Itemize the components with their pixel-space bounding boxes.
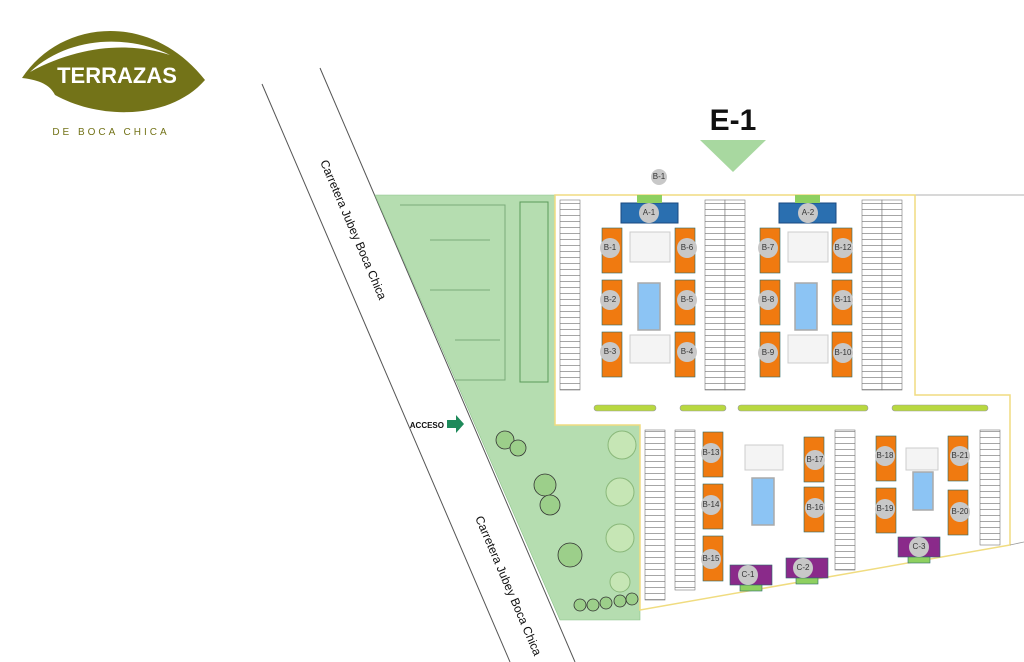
building-b5[interactable]: B-5 (681, 295, 694, 304)
building-b6[interactable]: B-6 (681, 243, 694, 252)
logo: TERRAZAS DE BOCA CHICA (22, 30, 205, 138)
building-b12[interactable]: B-12 (835, 243, 852, 252)
building-b13[interactable]: B-13 (703, 448, 720, 457)
building-b2[interactable]: B-2 (604, 295, 617, 304)
hedge-rows (593, 404, 989, 412)
building-b8[interactable]: B-8 (762, 295, 775, 304)
green-area-paths (400, 204, 506, 381)
building-a1[interactable]: A-1 (643, 208, 656, 217)
chevron-down-icon (700, 140, 766, 172)
building-b21[interactable]: B-21 (952, 451, 969, 460)
section-label: E-1 (710, 104, 757, 137)
building-b3[interactable]: B-3 (604, 347, 617, 356)
building-c1[interactable]: C-1 (742, 570, 755, 579)
access-label: ACCESO (410, 421, 444, 430)
courtyards (629, 231, 939, 471)
building-b20[interactable]: B-20 (952, 507, 969, 516)
building-labels: B-1 A-1 A-2 B-1 B-2 B-3 B-4 B-5 B-6 B-7 … (600, 169, 970, 585)
building-b7[interactable]: B-7 (762, 243, 775, 252)
sports-court (519, 201, 549, 383)
building-b18[interactable]: B-18 (877, 451, 894, 460)
road-label-upper: Carretera Jubey Boca Chica (317, 158, 389, 302)
building-b15[interactable]: B-15 (703, 554, 720, 563)
building-b19[interactable]: B-19 (877, 504, 894, 513)
building-b1[interactable]: B-1 (604, 243, 617, 252)
logo-name: TERRAZAS (57, 63, 177, 88)
building-b16[interactable]: B-16 (807, 503, 824, 512)
building-a2[interactable]: A-2 (802, 208, 815, 217)
building-b11[interactable]: B-11 (835, 295, 852, 304)
access-arrow-icon (447, 415, 464, 433)
logo-subtitle: DE BOCA CHICA (52, 127, 169, 138)
road-edge-left (261, 83, 511, 662)
building-b17[interactable]: B-17 (807, 455, 824, 464)
building-b4[interactable]: B-4 (681, 347, 694, 356)
building-b10[interactable]: B-10 (835, 348, 852, 357)
palm-trees (605, 430, 637, 593)
trees-group (495, 430, 639, 612)
building-b9[interactable]: B-9 (762, 348, 775, 357)
parking-rows (559, 199, 1001, 601)
building-c2[interactable]: C-2 (797, 563, 810, 572)
pools (637, 282, 934, 526)
building-marker-b1[interactable]: B-1 (653, 172, 666, 181)
building-c3[interactable]: C-3 (913, 542, 926, 551)
property-line-east (1009, 541, 1024, 546)
building-b14[interactable]: B-14 (703, 500, 720, 509)
road-edge-right (319, 67, 576, 662)
